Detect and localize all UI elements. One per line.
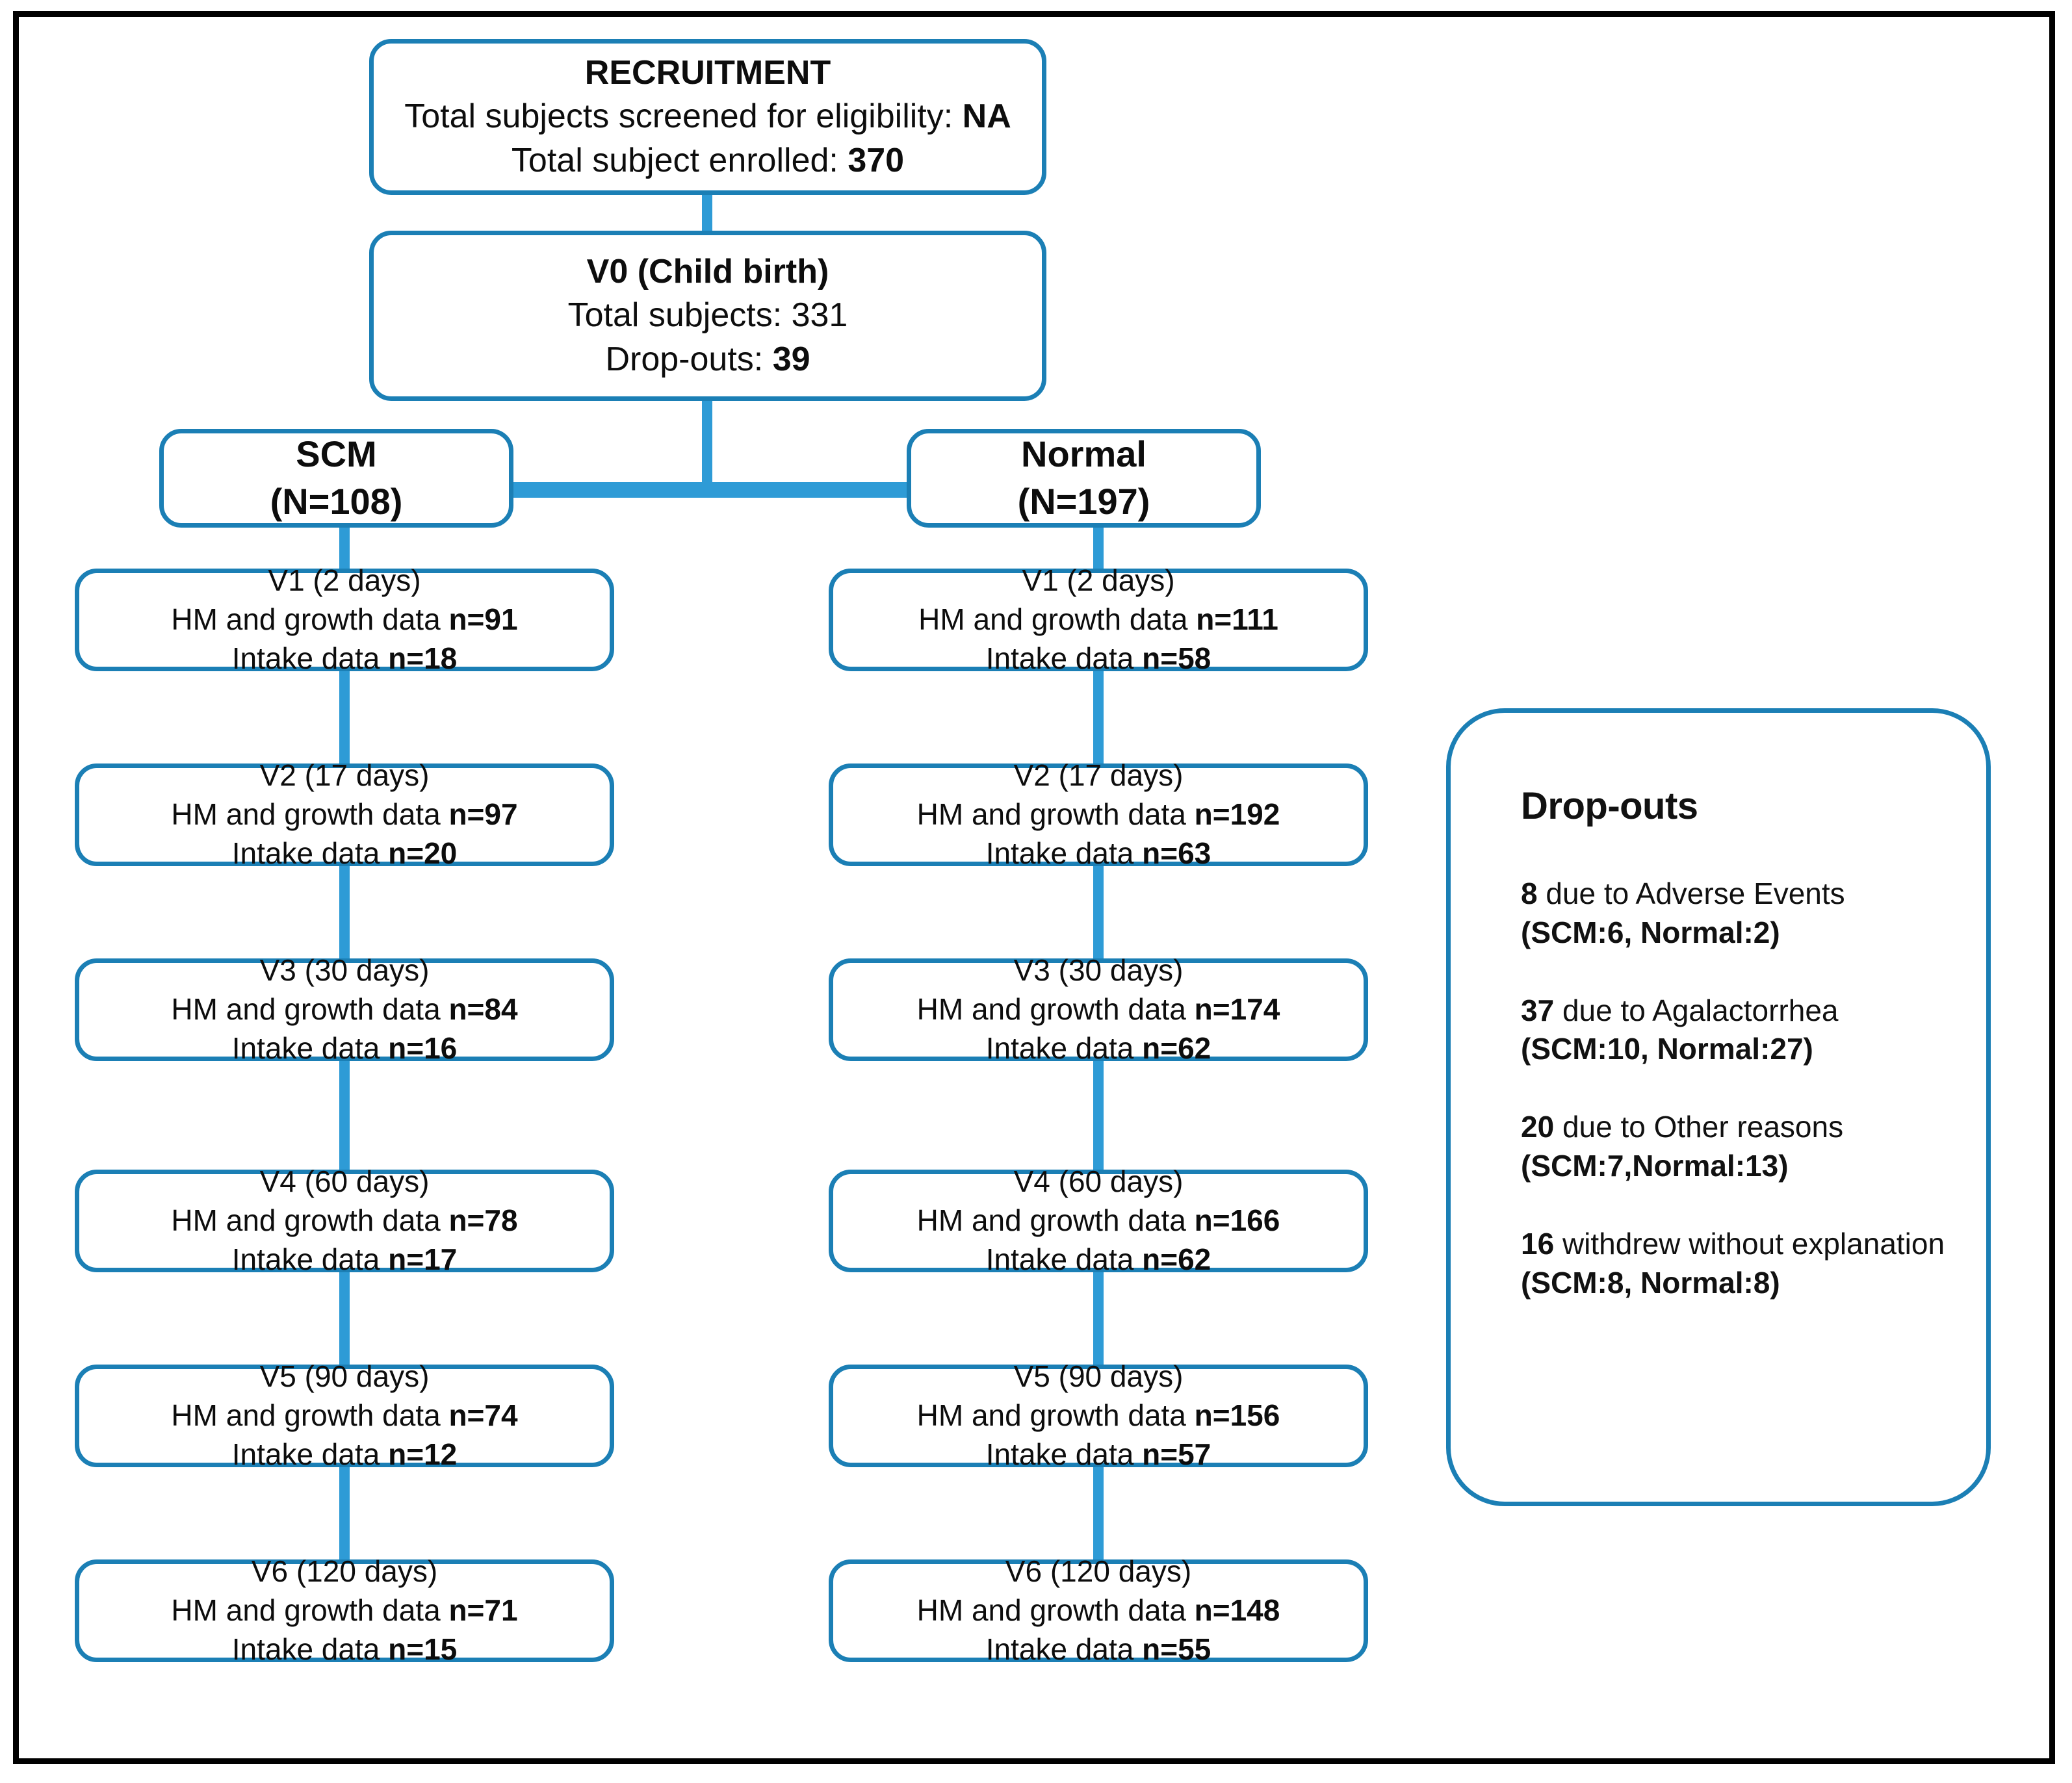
v0-dropouts: Drop-outs: 39 bbox=[605, 340, 810, 378]
node-scm-visit-v2: V2 (17 days) HM and growth data n=97 Int… bbox=[75, 758, 614, 870]
dropout-count: 37 bbox=[1521, 993, 1555, 1027]
v0-total: Total subjects: 331 bbox=[567, 296, 848, 335]
arm-scm-name: SCM bbox=[296, 433, 377, 475]
visit-hm-line: HM and growth data n=97 bbox=[171, 797, 518, 832]
dropout-reason: due to Agalactorrhea bbox=[1554, 993, 1839, 1027]
visit-hm-line: HM and growth data n=192 bbox=[916, 797, 1280, 832]
node-arm-scm: SCM (N=108) bbox=[159, 429, 513, 528]
connector-normal-v2-v3 bbox=[1093, 864, 1104, 962]
visit-intake-line: Intake data n=58 bbox=[985, 641, 1211, 675]
node-normal-visit-v4: V4 (60 days) HM and growth data n=166 In… bbox=[829, 1164, 1368, 1276]
visit-title: V4 (60 days) bbox=[259, 1164, 430, 1199]
visit-intake-line: Intake data n=55 bbox=[985, 1632, 1211, 1666]
visit-hm-line: HM and growth data n=148 bbox=[916, 1593, 1280, 1628]
visit-hm-line: HM and growth data n=91 bbox=[171, 602, 518, 637]
connector-recruitment-to-v0 bbox=[702, 192, 712, 237]
dropout-breakdown: (SCM:6, Normal:2) bbox=[1521, 915, 1780, 949]
visit-title: V5 (90 days) bbox=[1013, 1359, 1184, 1394]
connector-scm-v4-v5 bbox=[339, 1270, 350, 1368]
dropout-count: 20 bbox=[1521, 1110, 1555, 1144]
connector-v0-down bbox=[702, 396, 712, 491]
recruitment-screened: Total subjects screened for eligibility:… bbox=[404, 97, 1011, 136]
connector-normal-arm-to-v1 bbox=[1093, 523, 1104, 572]
node-scm-visit-v3: V3 (30 days) HM and growth data n=84 Int… bbox=[75, 953, 614, 1065]
dropout-breakdown: (SCM:10, Normal:27) bbox=[1521, 1032, 1813, 1066]
visit-intake-line: Intake data n=15 bbox=[231, 1632, 458, 1666]
arm-normal-name: Normal bbox=[1021, 433, 1146, 475]
node-normal-visit-v2: V2 (17 days) HM and growth data n=192 In… bbox=[829, 758, 1368, 870]
dropout-breakdown: (SCM:7,Normal:13) bbox=[1521, 1148, 1789, 1183]
dropout-count: 8 bbox=[1521, 877, 1538, 910]
visit-title: V3 (30 days) bbox=[1013, 953, 1184, 988]
connector-scm-v1-v2 bbox=[339, 669, 350, 767]
visit-hm-line: HM and growth data n=111 bbox=[918, 602, 1278, 637]
node-normal-visit-v1: V1 (2 days) HM and growth data n=111 Int… bbox=[829, 563, 1368, 675]
node-normal-visit-v6: V6 (120 days) HM and growth data n=148 I… bbox=[829, 1554, 1368, 1666]
visit-hm-line: HM and growth data n=166 bbox=[916, 1203, 1280, 1238]
connector-scm-v3-v4 bbox=[339, 1059, 350, 1173]
visit-title: V3 (30 days) bbox=[259, 953, 430, 988]
dropout-reason-adverse-events: 8 due to Adverse Events (SCM:6, Normal:2… bbox=[1521, 875, 1986, 953]
connector-normal-v1-v2 bbox=[1093, 669, 1104, 767]
dropout-breakdown: (SCM:8, Normal:8) bbox=[1521, 1265, 1780, 1300]
visit-intake-line: Intake data n=62 bbox=[985, 1242, 1211, 1276]
node-scm-visit-v4: V4 (60 days) HM and growth data n=78 Int… bbox=[75, 1164, 614, 1276]
arm-normal-n: (N=197) bbox=[1017, 481, 1150, 522]
visit-title: V2 (17 days) bbox=[259, 758, 430, 793]
visit-title: V6 (120 days) bbox=[251, 1554, 438, 1589]
visit-title: V2 (17 days) bbox=[1013, 758, 1184, 793]
visit-intake-line: Intake data n=18 bbox=[231, 641, 458, 675]
visit-intake-line: Intake data n=20 bbox=[231, 836, 458, 870]
dropouts-title: Drop-outs bbox=[1521, 785, 1698, 827]
connector-scm-arm-to-v1 bbox=[339, 523, 350, 572]
visit-hm-line: HM and growth data n=74 bbox=[171, 1398, 518, 1433]
connector-normal-v4-v5 bbox=[1093, 1270, 1104, 1368]
visit-intake-line: Intake data n=62 bbox=[985, 1031, 1211, 1065]
v0-title: V0 (Child birth) bbox=[586, 252, 829, 290]
visit-intake-line: Intake data n=17 bbox=[231, 1242, 458, 1276]
visit-title: V6 (120 days) bbox=[1005, 1554, 1192, 1589]
node-scm-visit-v5: V5 (90 days) HM and growth data n=74 Int… bbox=[75, 1359, 614, 1471]
visit-intake-line: Intake data n=12 bbox=[231, 1437, 458, 1471]
connector-normal-v5-v6 bbox=[1093, 1465, 1104, 1563]
node-v0: V0 (Child birth) Total subjects: 331 Dro… bbox=[369, 231, 1046, 401]
node-recruitment: RECRUITMENT Total subjects screened for … bbox=[369, 39, 1046, 195]
recruitment-enrolled: Total subject enrolled: 370 bbox=[511, 141, 905, 179]
visit-title: V4 (60 days) bbox=[1013, 1164, 1184, 1199]
visit-title: V1 (2 days) bbox=[268, 563, 421, 598]
connector-scm-v2-v3 bbox=[339, 864, 350, 962]
panel-dropouts: Drop-outs 8 due to Adverse Events (SCM:6… bbox=[1446, 708, 1991, 1506]
recruitment-title: RECRUITMENT bbox=[584, 53, 831, 92]
dropout-reason-withdrew: 16 withdrew without explanation (SCM:8, … bbox=[1521, 1225, 1986, 1303]
node-normal-visit-v5: V5 (90 days) HM and growth data n=156 In… bbox=[829, 1359, 1368, 1471]
visit-hm-line: HM and growth data n=156 bbox=[916, 1398, 1280, 1433]
visit-intake-line: Intake data n=63 bbox=[985, 836, 1211, 870]
dropout-reason: due to Other reasons bbox=[1554, 1110, 1844, 1144]
visit-hm-line: HM and growth data n=174 bbox=[916, 992, 1280, 1027]
connector-normal-v3-v4 bbox=[1093, 1059, 1104, 1173]
dropout-count: 16 bbox=[1521, 1226, 1555, 1261]
connector-scm-v5-v6 bbox=[339, 1465, 350, 1563]
dropout-reason-other: 20 due to Other reasons (SCM:7,Normal:13… bbox=[1521, 1108, 1986, 1186]
visit-title: V5 (90 days) bbox=[259, 1359, 430, 1394]
dropout-reason: withdrew without explanation bbox=[1554, 1226, 1945, 1261]
visit-intake-line: Intake data n=57 bbox=[985, 1437, 1211, 1471]
dropout-reason: due to Adverse Events bbox=[1537, 877, 1845, 910]
visit-intake-line: Intake data n=16 bbox=[231, 1031, 458, 1065]
node-scm-visit-v1: V1 (2 days) HM and growth data n=91 Inta… bbox=[75, 563, 614, 675]
node-normal-visit-v3: V3 (30 days) HM and growth data n=174 In… bbox=[829, 953, 1368, 1065]
dropout-reason-agalactorrhea: 37 due to Agalactorrhea (SCM:10, Normal:… bbox=[1521, 992, 1986, 1070]
visit-hm-line: HM and growth data n=78 bbox=[171, 1203, 518, 1238]
visit-title: V1 (2 days) bbox=[1022, 563, 1175, 598]
node-scm-visit-v6: V6 (120 days) HM and growth data n=71 In… bbox=[75, 1554, 614, 1666]
visit-hm-line: HM and growth data n=71 bbox=[171, 1593, 518, 1628]
node-arm-normal: Normal (N=197) bbox=[907, 429, 1261, 528]
visit-hm-line: HM and growth data n=84 bbox=[171, 992, 518, 1027]
arm-scm-n: (N=108) bbox=[270, 481, 403, 522]
